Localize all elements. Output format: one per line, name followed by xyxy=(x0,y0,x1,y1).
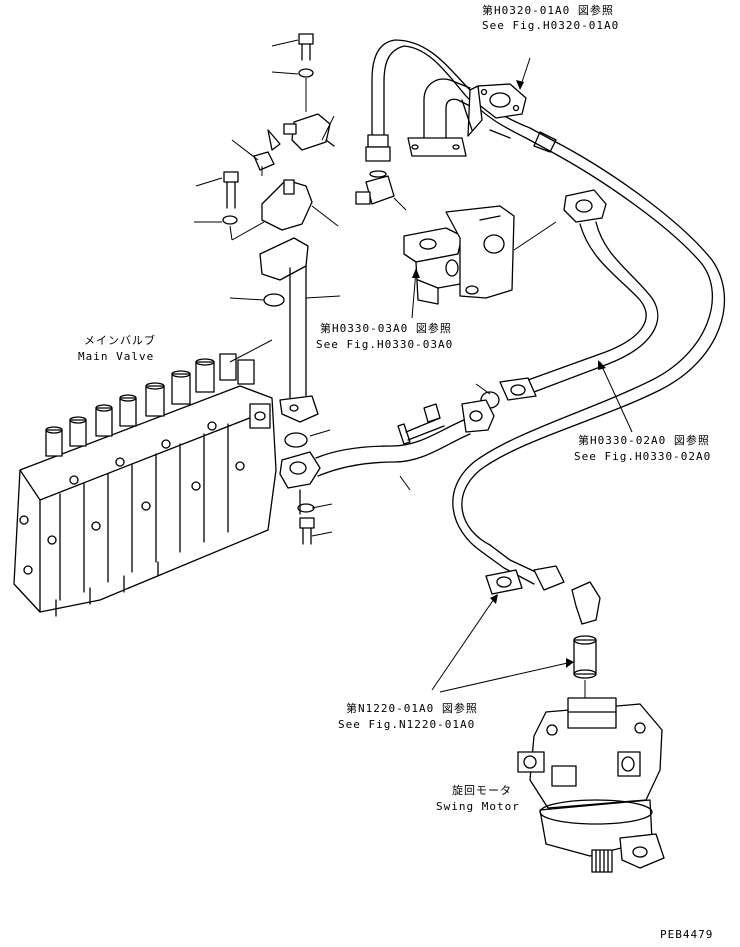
ref-h0330-03-jp: 第H0330-03A0 図参照 xyxy=(320,322,452,335)
ref-h0320-jp: 第H0320-01A0 図参照 xyxy=(482,4,614,17)
ref-h0330-02-en: See Fig.H0330-02A0 xyxy=(574,450,712,463)
swing-motor-label-jp: 旋回モータ xyxy=(452,784,512,797)
adapter-fitting xyxy=(573,639,597,675)
lower-fittings xyxy=(481,544,601,708)
right-pipe xyxy=(480,189,659,409)
main-valve xyxy=(13,353,277,617)
ref-h0320-en: See Fig.H0320-01A0 xyxy=(482,19,620,32)
top-flange xyxy=(461,83,527,139)
drawing-code: PEB4479 xyxy=(660,928,714,941)
check-valve xyxy=(355,170,407,211)
main-valve-label-jp: メインバルブ xyxy=(84,334,156,347)
hose-nut xyxy=(365,146,391,162)
main-valve-label-en: Main Valve xyxy=(78,350,155,363)
leader-lines xyxy=(194,39,633,693)
center-valve-block xyxy=(403,205,515,305)
hose-fitting xyxy=(367,134,389,148)
ref-n1220-en: See Fig.N1220-01A0 xyxy=(338,718,476,731)
swing-motor-label-en: Swing Motor xyxy=(436,800,520,813)
ref-h0330-02-jp: 第H0330-02A0 図参照 xyxy=(578,434,710,447)
small-parts-left xyxy=(222,33,335,448)
middle-pipe xyxy=(279,399,495,545)
swing-motor xyxy=(517,697,665,873)
ref-h0330-03-en: See Fig.H0330-03A0 xyxy=(316,338,454,351)
return-hose xyxy=(452,139,726,553)
ref-n1220-jp: 第N1220-01A0 図参照 xyxy=(346,702,478,715)
elbow-pipe xyxy=(407,78,471,157)
